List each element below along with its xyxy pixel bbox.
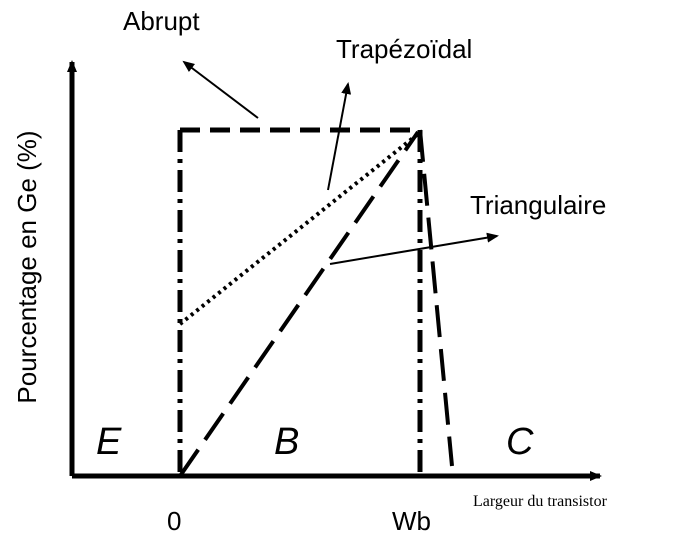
abrupt-pointer-arrow (182, 60, 259, 119)
collector-region-label: C (506, 421, 534, 463)
triangular-label: Triangulaire (470, 190, 606, 220)
triangular-pointer-arrow (329, 232, 499, 265)
trapezoidal-pointer-arrow (327, 82, 352, 191)
base-region-label: B (274, 421, 299, 463)
trapezoidal-profile-line (178, 132, 420, 326)
emitter-region-label: E (96, 421, 122, 463)
profile-falling-edge (418, 129, 454, 467)
y-axis-label: Pourcentage en Ge (%) (12, 130, 42, 403)
trapezoidal-label: Trapézoïdal (336, 34, 472, 64)
origin-tick-label: 0 (167, 506, 181, 536)
x-axis-label: Largeur du transistor (473, 493, 608, 510)
abrupt-label: Abrupt (123, 6, 200, 36)
triangular-profile-line (178, 130, 420, 478)
base-width-tick-label: Wb (392, 506, 431, 536)
